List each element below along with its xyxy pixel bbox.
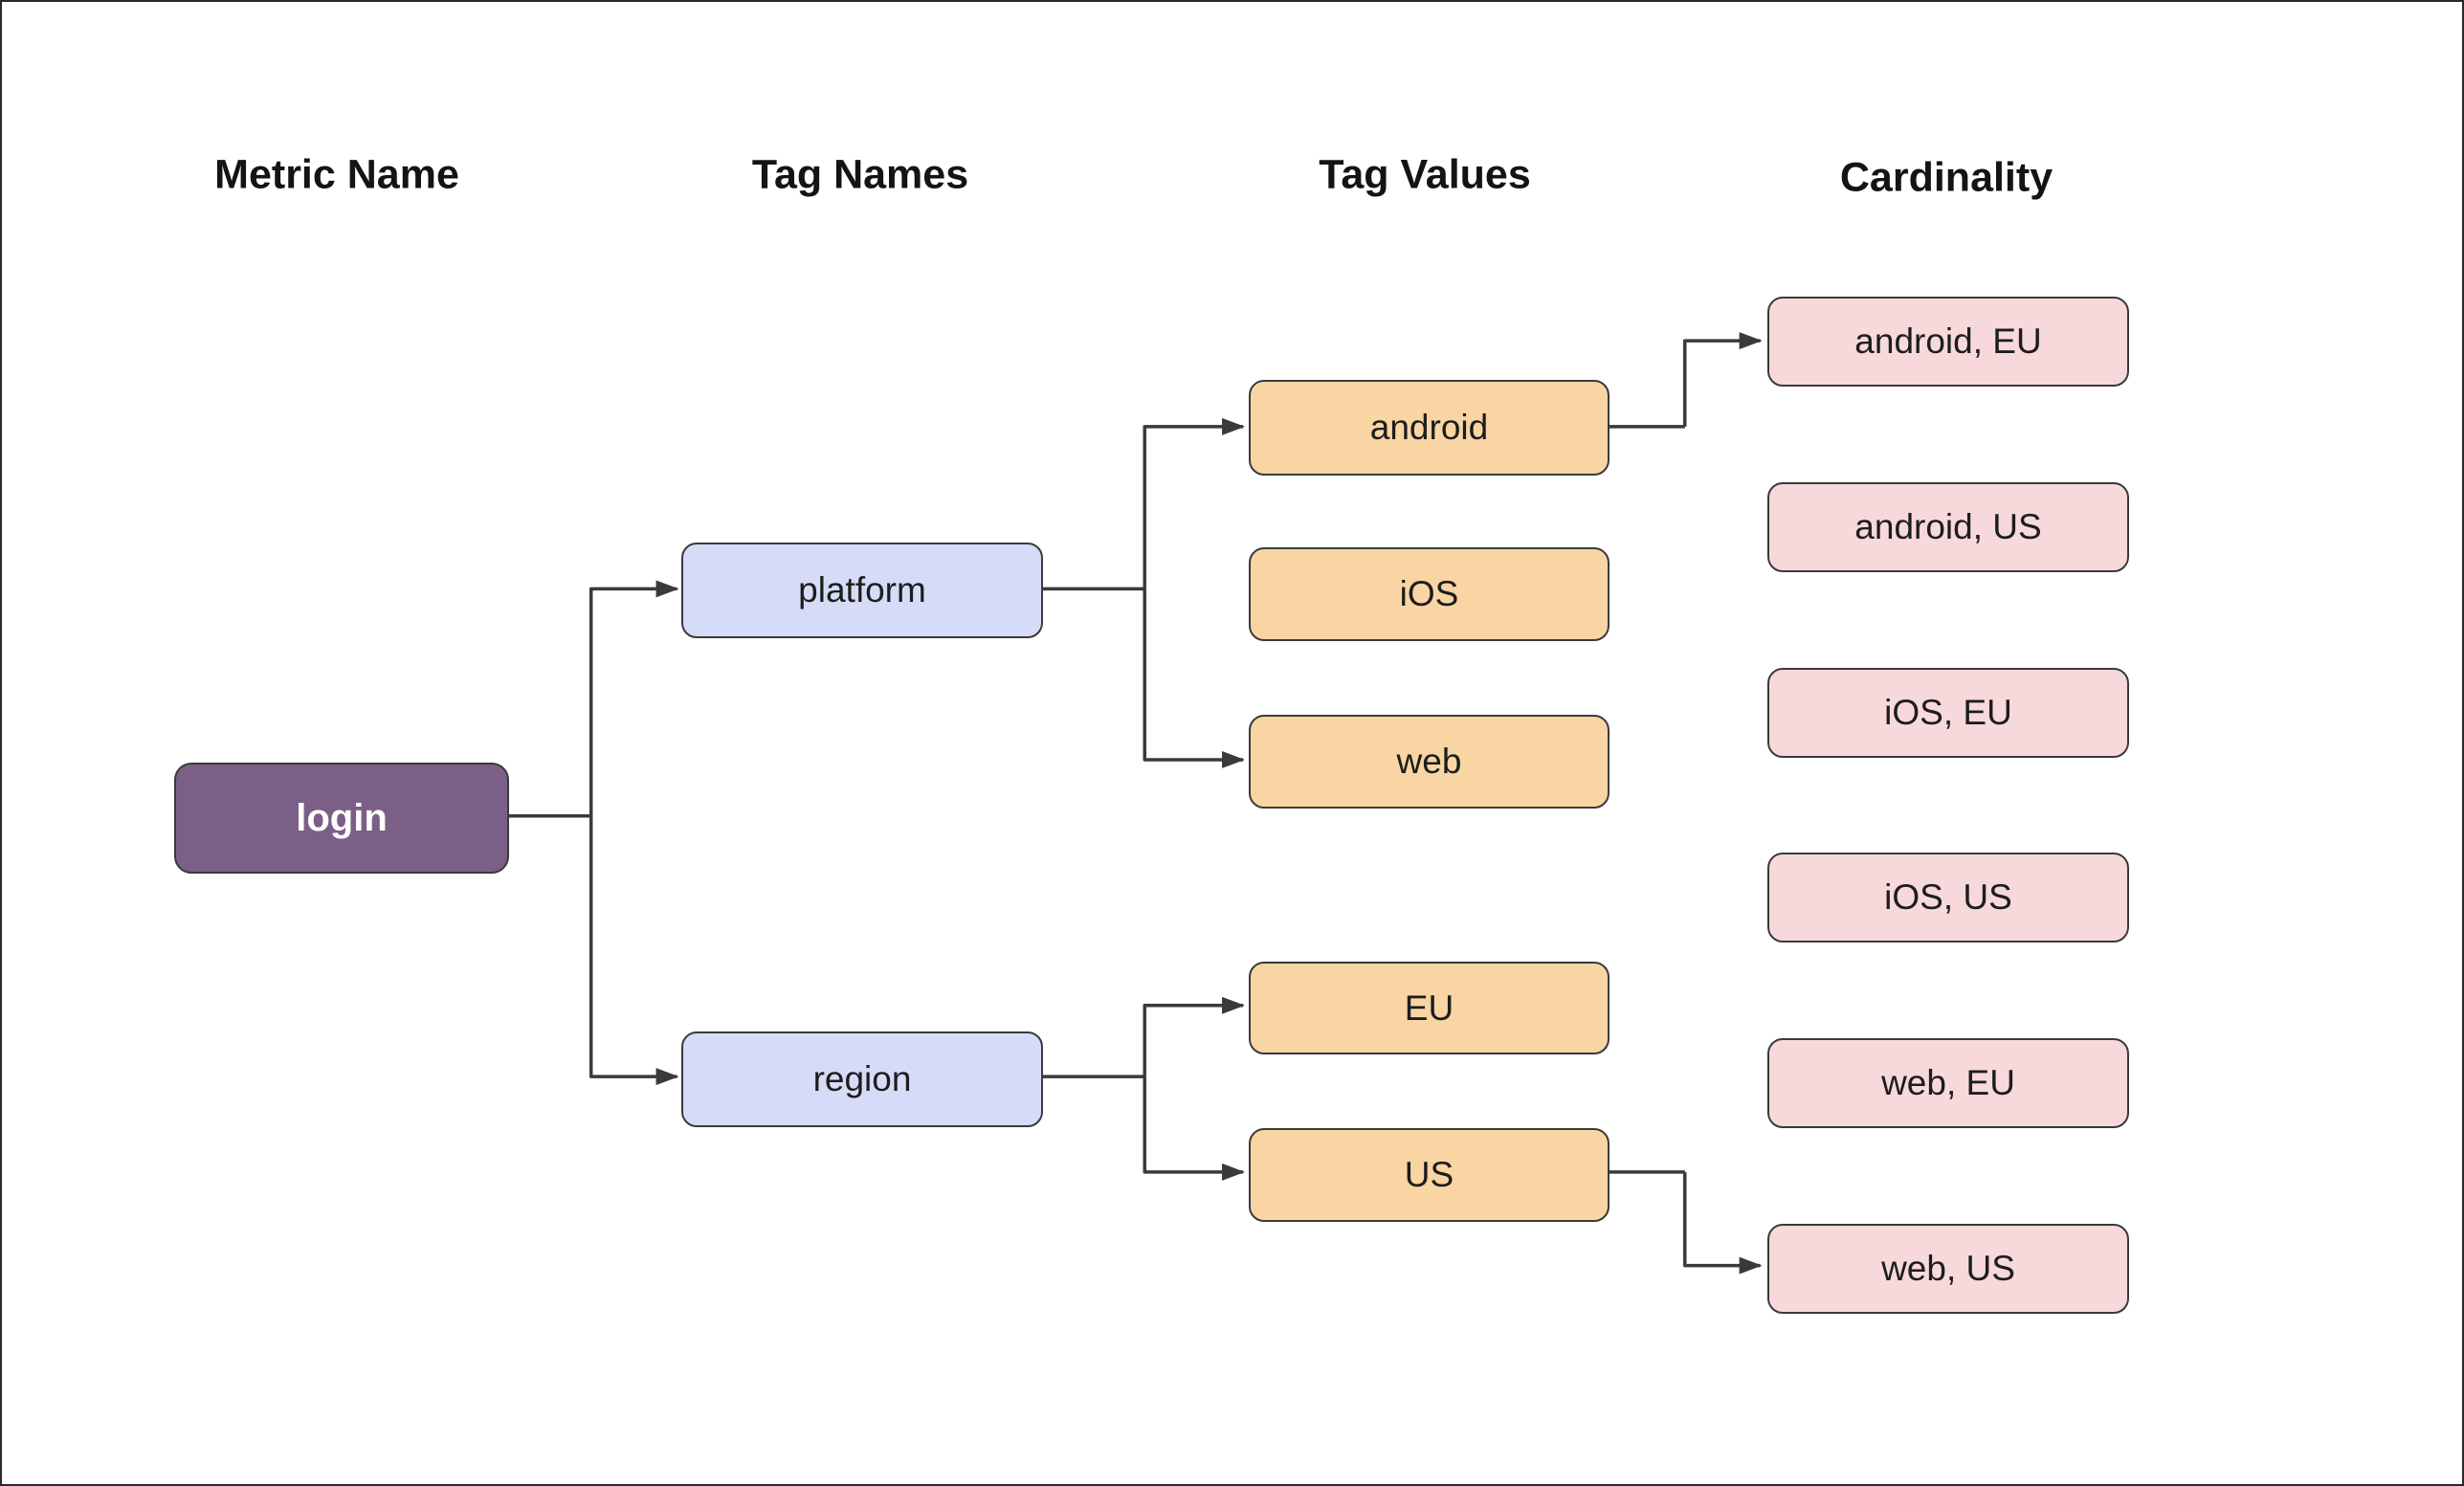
edge-region-us [1143, 1076, 1245, 1181]
tag-name-node-region: region [681, 1031, 1043, 1127]
tag-value-node-us: US [1249, 1128, 1609, 1222]
cardinality-node-ios-eu: iOS, EU [1767, 668, 2129, 758]
cardinality-node-ios-us: iOS, US [1767, 853, 2129, 943]
edge-platform-web [1143, 588, 1245, 768]
tag-value-node-eu: EU [1249, 962, 1609, 1054]
column-header-cardinality: Cardinality [1839, 154, 2053, 201]
column-header-metric-name: Metric Name [214, 151, 459, 198]
tag-value-node-ios: iOS [1249, 547, 1609, 641]
tag-name-node-platform: platform [681, 543, 1043, 638]
metric-node-login: login [174, 763, 509, 874]
edge-android-android_eu [1683, 332, 1763, 427]
edge-region-eu [1143, 996, 1245, 1077]
tag-value-node-android: android [1249, 380, 1609, 476]
edge-us-web_us [1683, 1171, 1763, 1275]
cardinality-node-android-us: android, US [1767, 482, 2129, 572]
column-header-tag-values: Tag Values [1319, 151, 1531, 198]
tag-value-node-web: web [1249, 715, 1609, 809]
column-header-tag-names: Tag Names [751, 151, 969, 198]
edge-platform-android [1143, 417, 1245, 589]
edge-login-platform [588, 580, 679, 816]
cardinality-node-web-us: web, US [1767, 1224, 2129, 1314]
cardinality-node-web-eu: web, EU [1767, 1038, 2129, 1128]
edge-login-region [588, 815, 679, 1086]
cardinality-node-android-eu: android, EU [1767, 297, 2129, 387]
